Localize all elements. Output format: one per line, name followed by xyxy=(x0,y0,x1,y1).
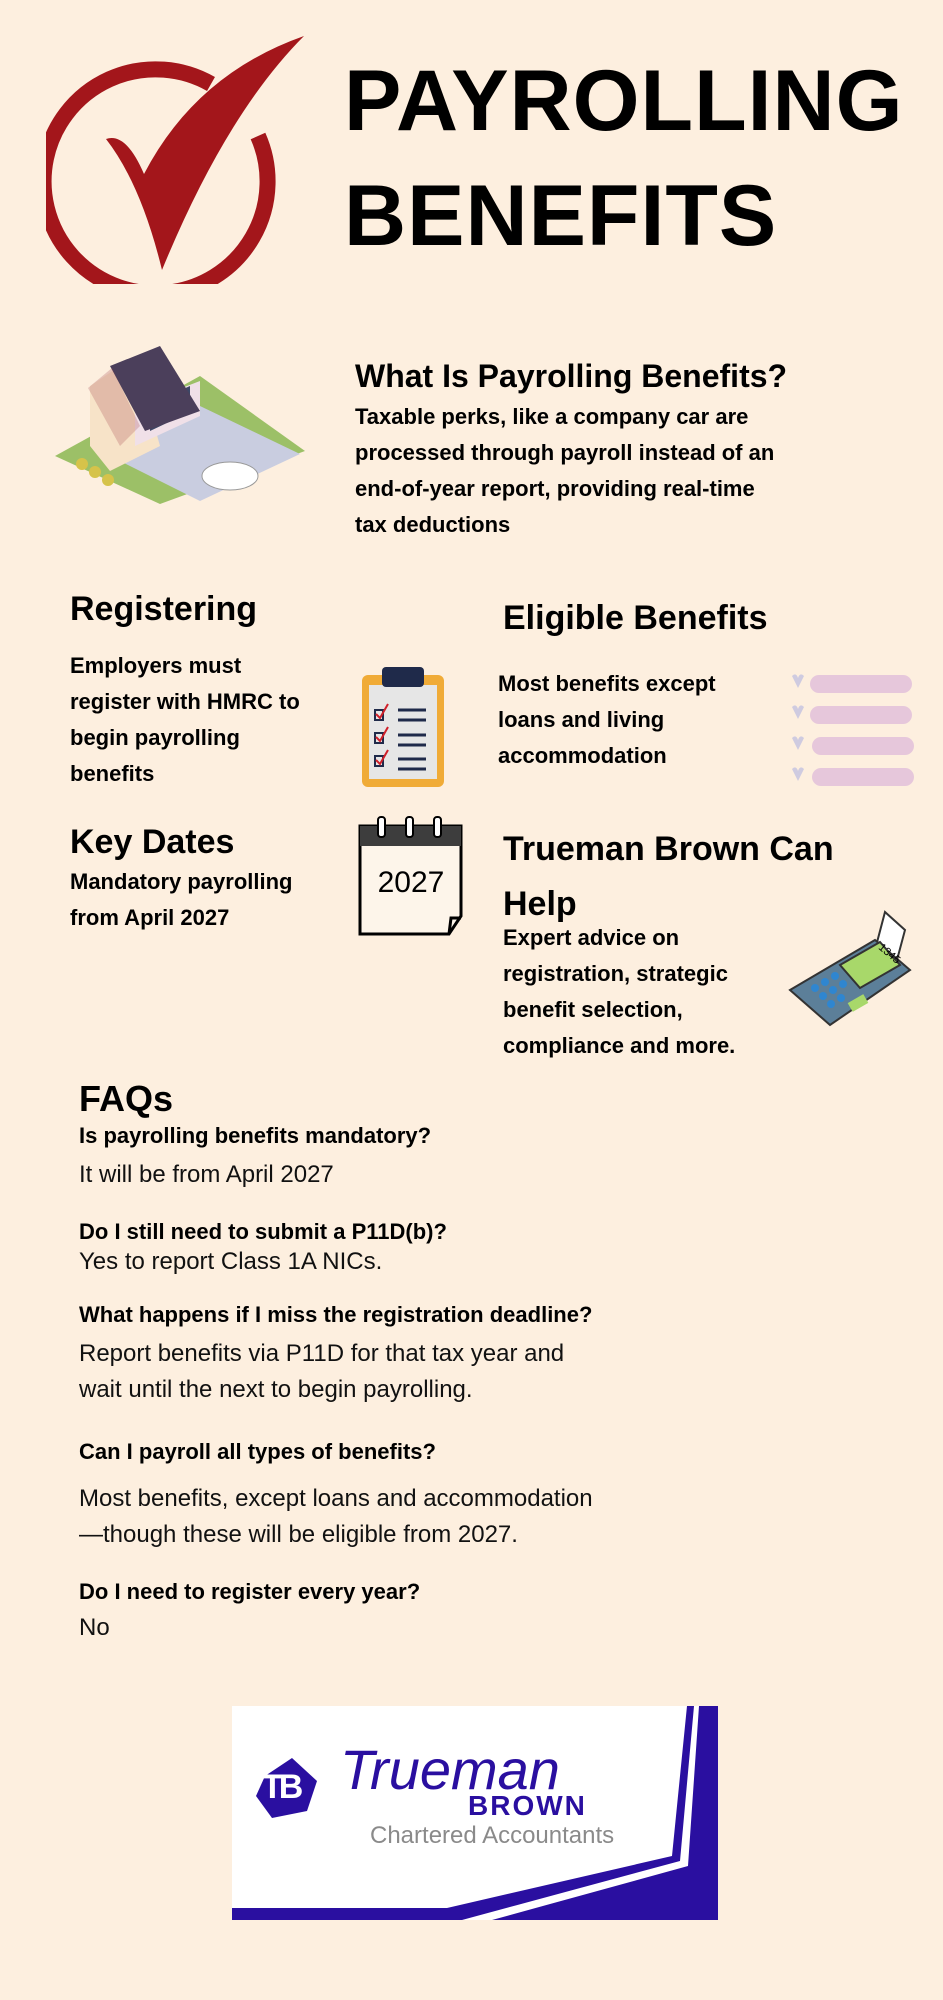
eligible-line: accommodation xyxy=(498,743,667,768)
help-text: Expert advice on registration, strategic… xyxy=(503,920,735,1064)
registering-line: benefits xyxy=(70,761,155,786)
help-heading: Trueman Brown Can Help xyxy=(503,822,834,932)
registering-text: Employers must register with HMRC to beg… xyxy=(70,648,300,792)
calculator-icon: 1345 xyxy=(785,910,943,1032)
faq-question: Do I still need to submit a P11D(b)? xyxy=(79,1219,447,1244)
faq-answer: Most benefits, except loans and accommod… xyxy=(79,1481,593,1553)
key-dates-line: from April 2027 xyxy=(70,905,230,930)
faq-answer: No xyxy=(79,1614,110,1641)
help-line: Expert advice on xyxy=(503,925,680,950)
trueman-brown-logo: TB Trueman BROWN Chartered Accountants xyxy=(232,1706,718,1920)
intro-line: Taxable perks, like a company car are xyxy=(355,404,749,429)
page-title-line1: PAYROLLING xyxy=(344,53,904,149)
registering-line: Employers must xyxy=(70,653,242,678)
clipboard-checklist-icon xyxy=(362,667,444,787)
faqs-heading: FAQs xyxy=(79,1078,174,1119)
registering-heading: Registering xyxy=(70,590,258,628)
key-dates-line: Mandatory payrolling xyxy=(70,869,293,894)
logo-monogram: TB xyxy=(262,1768,303,1806)
intro-line: processed through payroll instead of an xyxy=(355,440,775,465)
logo-tagline: Chartered Accountants xyxy=(370,1822,615,1849)
intro-line: tax deductions xyxy=(355,512,511,537)
faq-answer-line: wait until the next to begin payrolling. xyxy=(79,1376,473,1403)
eligible-line: loans and living xyxy=(498,707,665,732)
help-line: registration, strategic xyxy=(503,961,728,986)
calendar-icon: 2027 xyxy=(357,816,465,936)
faq-question: Is payrolling benefits mandatory? xyxy=(79,1123,432,1148)
logo-name-brown: BROWN xyxy=(468,1790,587,1821)
faq-answer-line: —though these will be eligible from 2027… xyxy=(79,1521,518,1548)
eligible-text: Most benefits except loans and living ac… xyxy=(498,666,716,774)
logo-name-trueman: Trueman xyxy=(340,1738,560,1801)
key-dates-text: Mandatory payrolling from April 2027 xyxy=(70,864,292,936)
faq-answer: Yes to report Class 1A NICs. xyxy=(79,1248,383,1275)
check-circle-icon xyxy=(46,36,304,284)
faq-question: Do I need to register every year? xyxy=(79,1579,421,1604)
registering-line: register with HMRC to xyxy=(70,689,300,714)
registering-line: begin payrolling xyxy=(70,725,240,750)
intro-heading: What Is Payrolling Benefits? xyxy=(355,358,788,394)
eligible-line: Most benefits except xyxy=(498,671,716,696)
faq-question: What happens if I miss the registration … xyxy=(79,1302,593,1327)
calendar-year: 2027 xyxy=(377,866,445,899)
page-title-line2: BENEFITS xyxy=(344,168,778,264)
faq-answer: Report benefits via P11D for that tax ye… xyxy=(79,1336,564,1408)
house-car-illustration xyxy=(55,346,305,504)
help-line: compliance and more. xyxy=(503,1033,736,1058)
help-heading-line: Trueman Brown Can xyxy=(503,830,834,868)
faq-answer-line: Most benefits, except loans and accommod… xyxy=(79,1485,593,1512)
intro-text: Taxable perks, like a company car are pr… xyxy=(355,399,774,543)
faq-answer: It will be from April 2027 xyxy=(79,1161,334,1188)
faq-question: Can I payroll all types of benefits? xyxy=(79,1439,436,1464)
intro-line: end-of-year report, providing real-time xyxy=(355,476,755,501)
faq-answer-line: Report benefits via P11D for that tax ye… xyxy=(79,1340,565,1367)
help-heading-line: Help xyxy=(503,885,577,923)
key-dates-heading: Key Dates xyxy=(70,823,235,861)
help-line: benefit selection, xyxy=(503,997,683,1022)
eligible-heading: Eligible Benefits xyxy=(503,599,768,637)
list-icon xyxy=(792,674,914,786)
